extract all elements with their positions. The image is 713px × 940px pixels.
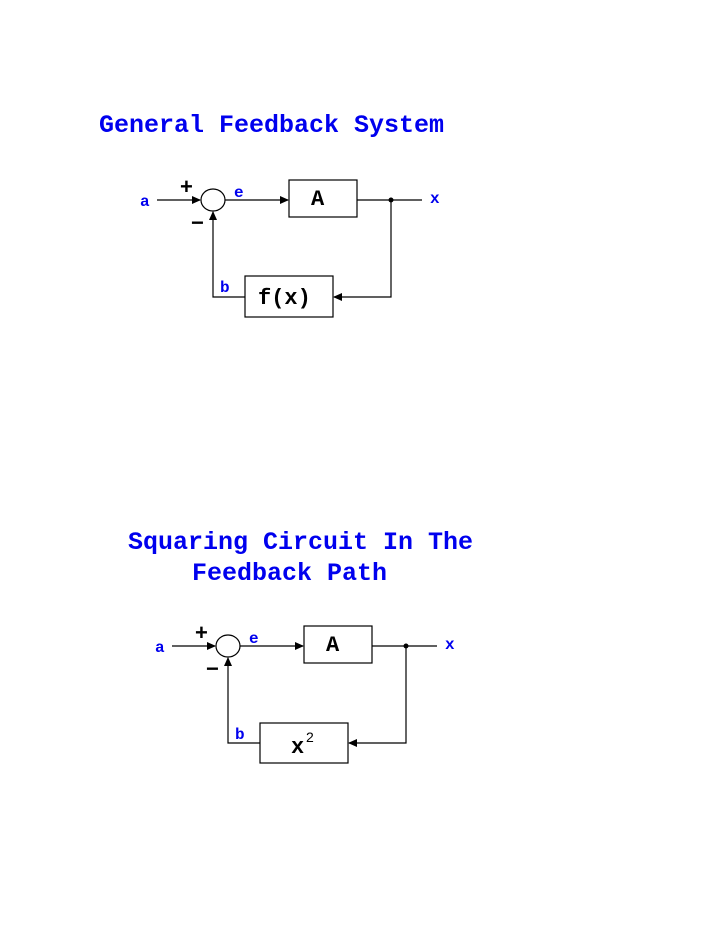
diagram2-return-wire xyxy=(224,657,260,744)
diagram2-title-line1: Squaring Circuit In The xyxy=(128,528,474,557)
diagram1-return-wire xyxy=(209,211,245,298)
diagram1-feedback-block xyxy=(244,275,334,318)
diagram1-feedback-block-label: f(x) xyxy=(258,286,311,311)
diagram2-plus-sign: + xyxy=(195,620,208,645)
diagram2-feedback-block-base: x xyxy=(291,735,304,760)
diagram1-minus-sign: − xyxy=(191,210,204,235)
diagram2-summing-junction xyxy=(215,634,241,658)
diagram2-title-line2: Feedback Path xyxy=(192,559,388,588)
diagram2-forward-block xyxy=(303,625,373,664)
diagram1-forward-block xyxy=(288,179,358,218)
diagram1-error-label: e xyxy=(234,184,244,202)
diagram2-feedback-wire xyxy=(348,646,407,747)
diagram1-feedback-wire xyxy=(333,200,392,301)
diagram2-feedback-block xyxy=(259,722,349,764)
diagram2-forward-block-label: A xyxy=(326,633,340,658)
diagram1-title: General Feedback System xyxy=(99,111,445,140)
diagram2-input-label: a xyxy=(155,639,165,657)
diagram2-feedback-label: b xyxy=(235,726,245,744)
diagram1-input-label: a xyxy=(140,193,150,211)
diagram1-plus-sign: + xyxy=(180,174,193,199)
diagram2-output-label: x xyxy=(445,636,455,654)
diagram2-feedback-block-exponent: 2 xyxy=(306,729,314,745)
diagram2-minus-sign: − xyxy=(206,656,219,681)
diagram1-forward-block-label: A xyxy=(311,187,325,212)
diagram1-feedback-label: b xyxy=(220,279,230,297)
diagram2-error-label: e xyxy=(249,630,259,648)
diagram1-output-label: x xyxy=(430,190,440,208)
